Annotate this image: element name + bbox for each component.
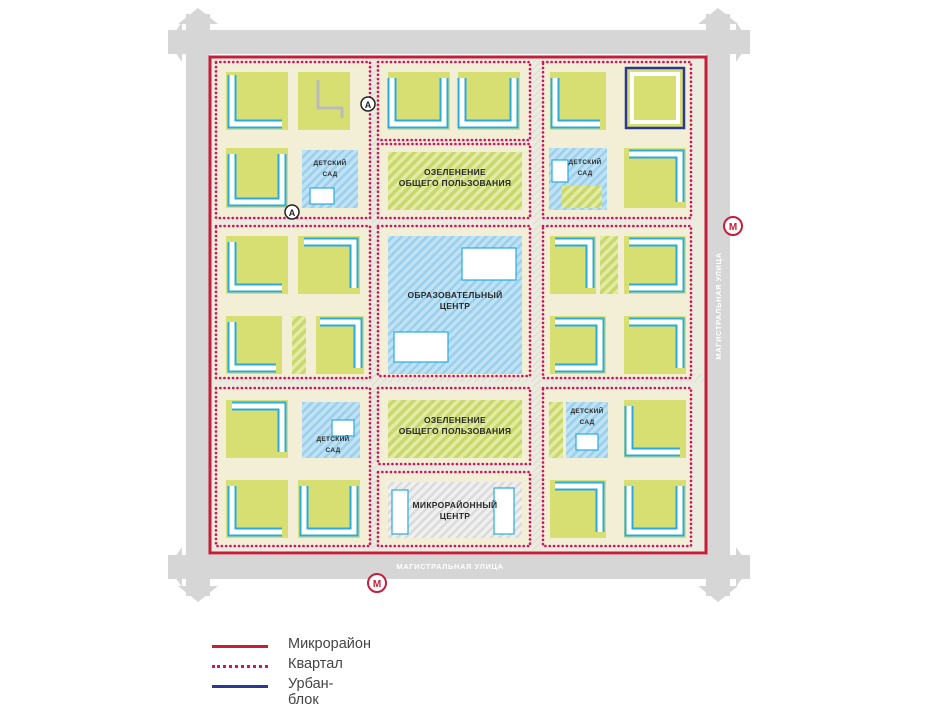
main-street-label-bottom: МАГИСТРАЛЬНАЯ УЛИЦА — [396, 562, 503, 571]
legend-swatch-solid-red — [212, 645, 268, 648]
bus-stop-marker-2: А — [284, 204, 300, 220]
legend-label: Микрорайон — [288, 636, 371, 652]
arterial-roads — [168, 8, 750, 602]
public-green-top — [388, 152, 522, 210]
legend-label: Квартал — [288, 656, 343, 672]
metro-letter: М — [729, 222, 737, 233]
legend-swatch-dotted-pink — [212, 665, 268, 668]
microdistrict-border — [208, 55, 708, 555]
kindergarten-bottom-right — [549, 402, 608, 458]
bus-stop-letter: А — [365, 100, 372, 110]
main-street-label-right: МАГИСТРАЛЬНАЯ УЛИЦА — [714, 252, 723, 359]
legend-label: Урбан-блок — [288, 676, 334, 708]
kindergarten-top-left — [302, 150, 358, 208]
quarter-outlines — [214, 60, 693, 548]
metro-marker-bottom: М — [367, 573, 387, 593]
district-center — [388, 482, 522, 538]
kindergarten-bottom-left — [302, 402, 360, 458]
bus-stop-marker-1: А — [360, 96, 376, 112]
metro-letter: М — [373, 579, 381, 590]
residential-lots — [226, 72, 686, 538]
metro-marker-right: М — [723, 216, 743, 236]
public-green-bottom — [388, 400, 522, 458]
green-strips — [292, 186, 618, 374]
education-center — [388, 236, 522, 374]
legend-swatch-solid-blue — [212, 685, 268, 688]
internal-roads — [214, 60, 704, 550]
bus-stop-letter: А — [289, 208, 296, 218]
urban-block — [624, 66, 686, 130]
